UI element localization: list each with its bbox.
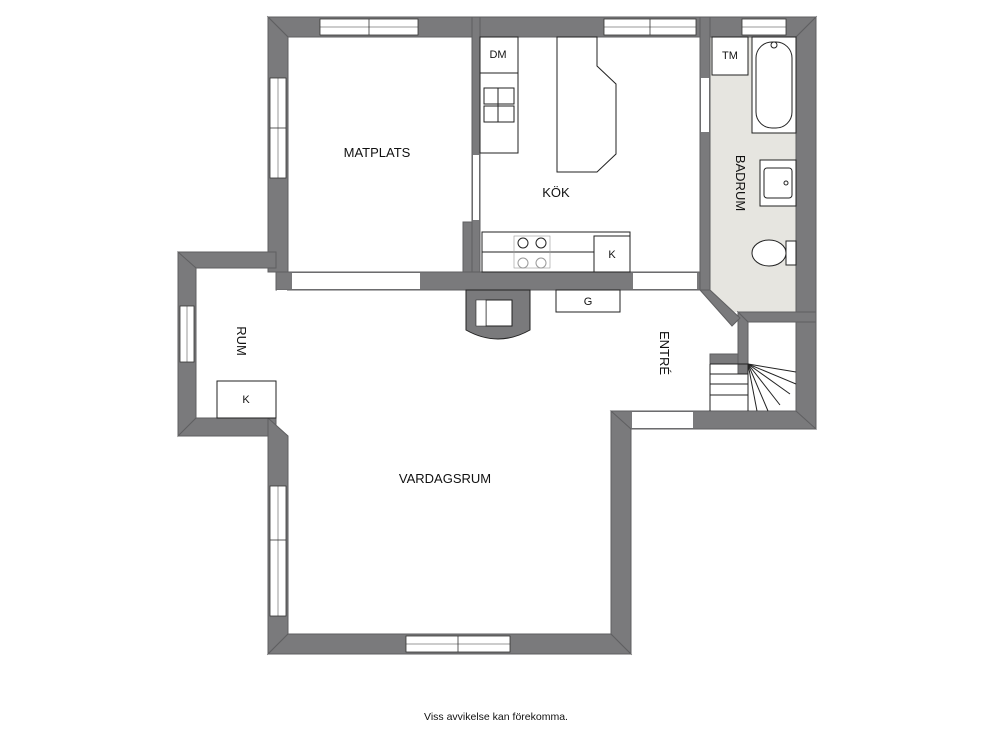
bathroom-fixtures: [711, 36, 797, 267]
staircase: [709, 363, 797, 412]
windows: [179, 18, 787, 653]
fixture-label-k-rum: K: [242, 394, 250, 406]
room-label-matplats: MATPLATS: [344, 145, 411, 160]
rum-fridge-box: [216, 380, 277, 419]
fixture-label-k-kitchen: K: [608, 249, 616, 261]
room-label-vardagsrum: VARDAGSRUM: [399, 471, 491, 486]
disclaimer-text: Viss avvikelse kan förekomma.: [424, 711, 568, 723]
room-label-rum: RUM: [234, 326, 249, 356]
kitchen-fixtures: [479, 36, 631, 313]
fixture-label-g: G: [584, 296, 593, 308]
door-openings: [277, 78, 709, 428]
room-label-badrum: BADRUM: [733, 155, 748, 211]
fireplace: [465, 289, 531, 340]
fixture-label-tm: TM: [722, 50, 738, 62]
fixture-label-dm: DM: [489, 49, 506, 61]
room-label-entre: ENTRÉ: [657, 331, 672, 375]
room-label-kok: KÖK: [542, 185, 570, 200]
